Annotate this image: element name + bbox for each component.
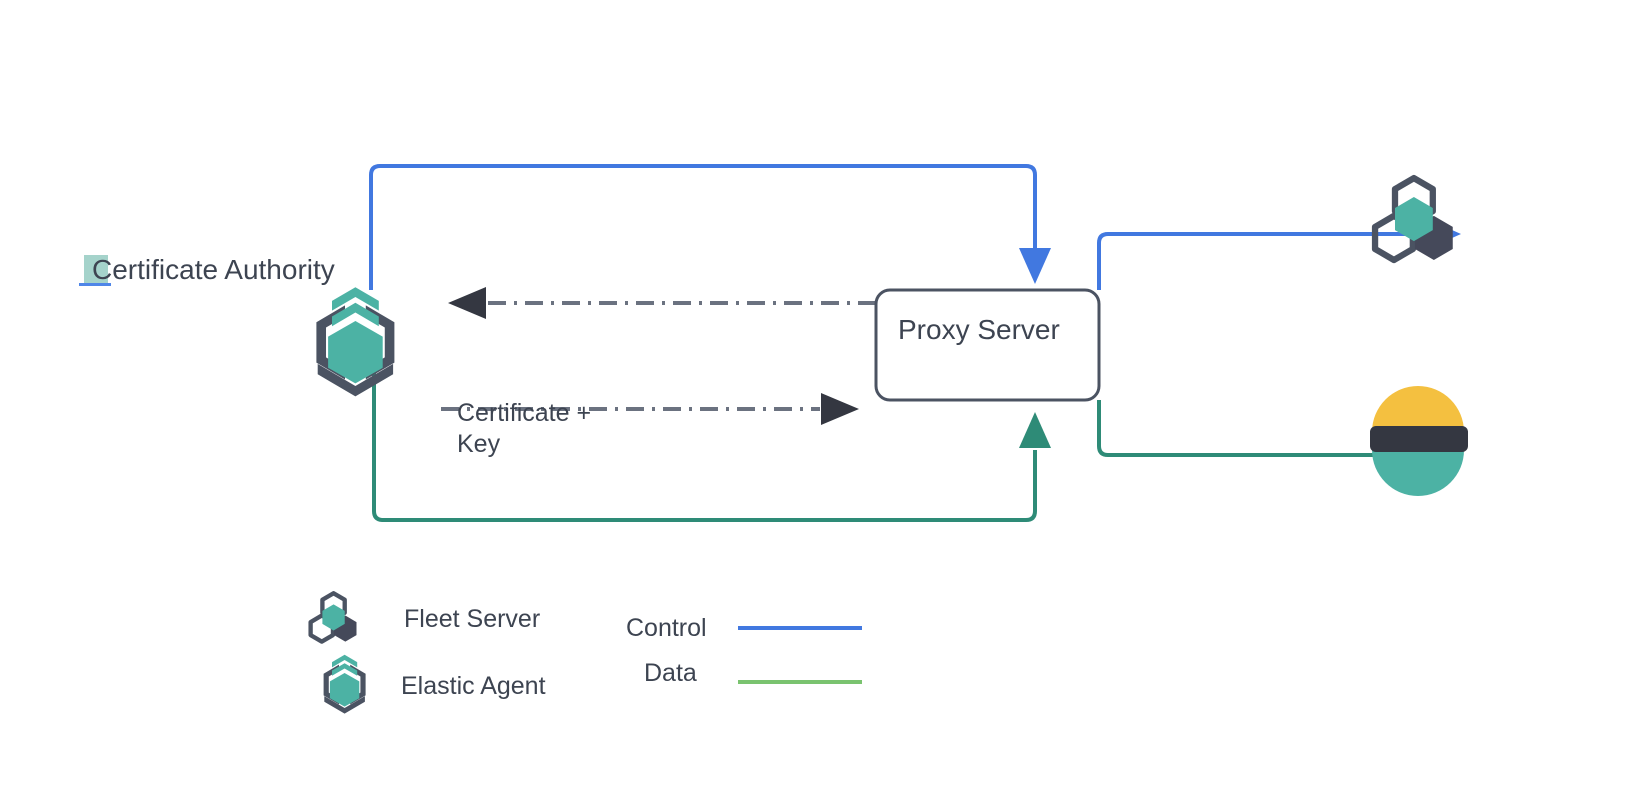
certificate-authority-icon (316, 287, 395, 397)
certificate-request-arrowhead (448, 287, 486, 319)
certificate-authority-highlight (84, 255, 108, 285)
fleet-server-icon-main (1371, 174, 1453, 264)
data-arrowhead-proxy-bottom (1019, 412, 1051, 448)
legend-line-label-data: Data (644, 659, 697, 687)
control-arrowhead-proxy-top (1019, 248, 1051, 284)
certificate-key-line-2: Key (457, 429, 501, 458)
certificate-authority-label: Certificate Authority (92, 254, 335, 285)
legend-item-label-elastic-agent: Elastic Agent (401, 672, 546, 700)
proxy-server-box[interactable] (874, 288, 1101, 402)
legend-elastic-agent-icon (323, 654, 366, 714)
certificate-key-line-1: Certificate + (457, 399, 592, 427)
elasticsearch-icon (1370, 386, 1468, 496)
control-edge-proxy-to-fleet (1097, 232, 1429, 290)
certificate-authority-underline (79, 283, 111, 286)
proxy-server-label: Proxy Server (898, 314, 1060, 345)
control-edge-ca-to-proxy (369, 164, 1037, 290)
certificate-key-arrowhead (821, 393, 859, 425)
data-edge-ca-to-proxy (372, 370, 1037, 522)
legend-fleet-server-icon (308, 591, 357, 644)
certificate-key-edge-label: Certificate +Key (457, 398, 591, 459)
legend-item-label-fleet-server: Fleet Server (404, 605, 541, 633)
legend-line-label-control: Control (626, 614, 707, 642)
data-edge-proxy-to-elasticsearch (1097, 400, 1430, 457)
